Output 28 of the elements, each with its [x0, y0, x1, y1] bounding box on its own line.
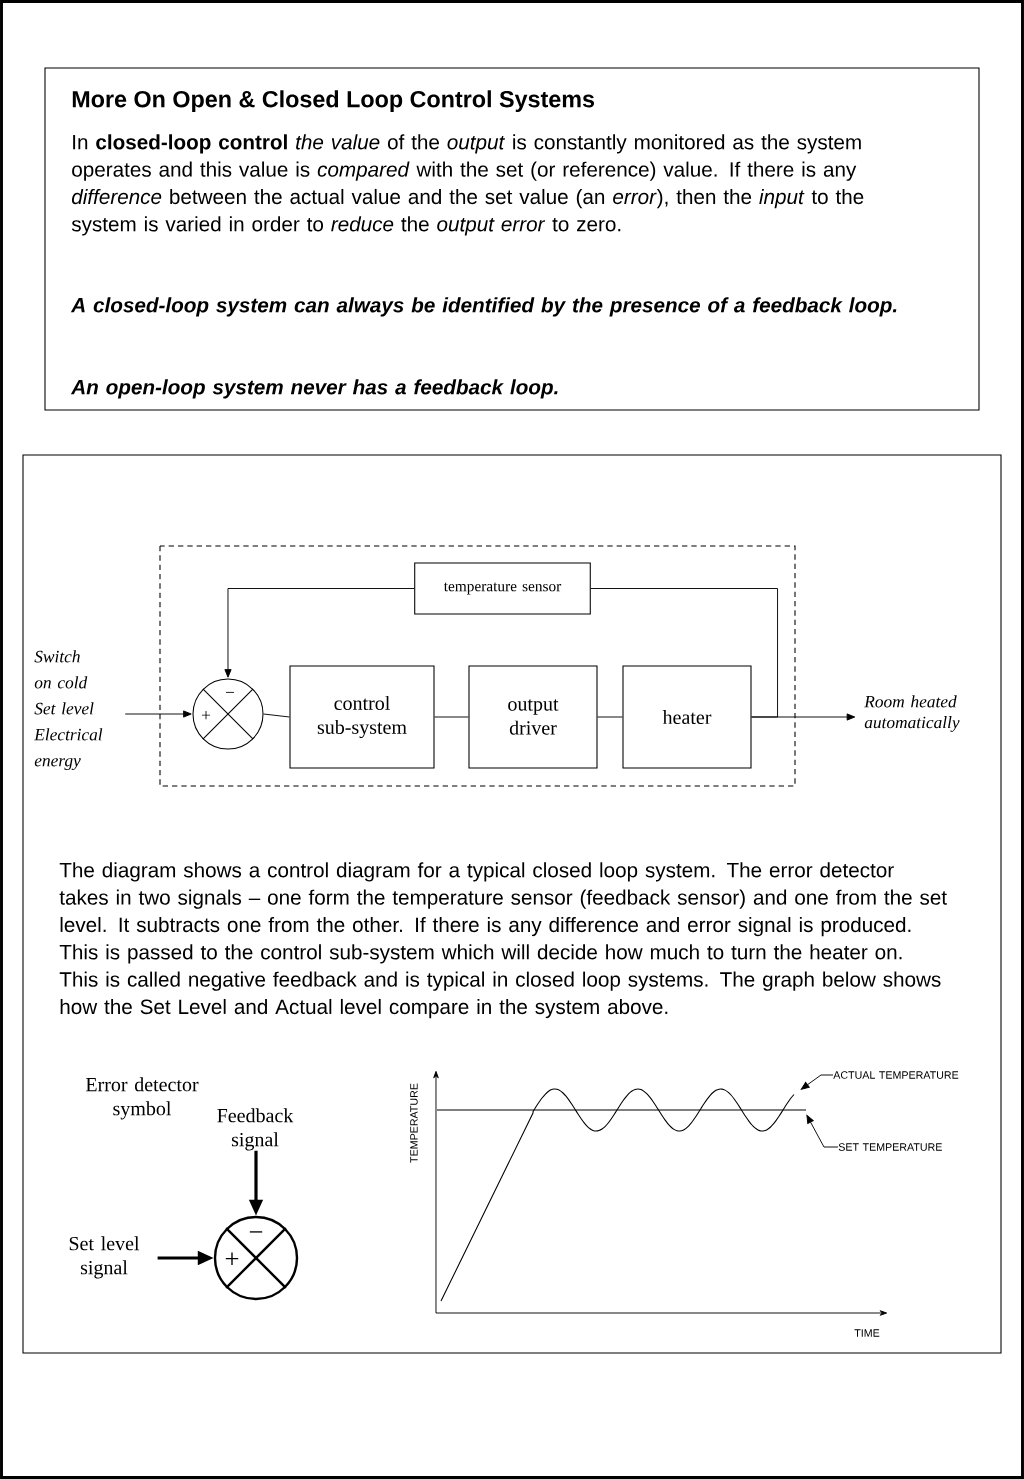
paragraph: A closed-loop system can always be identified by the presence of a feedback loop.	[70, 297, 897, 317]
signal-label: Set level signal	[69, 1236, 140, 1279]
sensor-box: temperature sensor	[414, 562, 591, 615]
connector-line	[434, 716, 469, 718]
heading: More On Open & Closed Loop Control Systems	[72, 90, 595, 113]
leader-line	[800, 1074, 834, 1090]
connector-line	[263, 713, 290, 718]
graph-label: SET TEMPERATURE	[838, 1143, 942, 1151]
process-box: control sub-system	[289, 665, 435, 769]
caption-text: Error detector symbol	[85, 1077, 199, 1120]
axis-label: TEMPERATURE	[410, 1083, 418, 1163]
summing-junction: − +	[192, 678, 264, 750]
connector-line	[597, 716, 623, 718]
arrow	[224, 588, 415, 678]
output-label: Room heated automatically	[864, 695, 960, 732]
graph-label: ACTUAL TEMPERATURE	[833, 1071, 959, 1079]
process-box: output driver	[468, 665, 598, 769]
connector-line	[590, 588, 778, 718]
arrow	[124, 710, 192, 718]
axis-label: TIME	[854, 1329, 880, 1337]
signal-label: Feedback signal	[217, 1108, 294, 1151]
leader-line	[806, 1114, 839, 1148]
input-label: Switch on cold Set level Electrical energy	[34, 650, 103, 771]
process-box: heater	[622, 665, 752, 769]
paragraph: In closed-loop control the value of the output is constantly monitored as the system operates and this value is compared with the set (or reference) value. If there is any difference between the actual value and the set value (an error), then the input to the system is varied in order to reduce the output error to zero.	[71, 134, 864, 236]
paragraph: An open-loop system never has a feedback loop.	[70, 379, 558, 399]
temperature-curve	[440, 1088, 795, 1302]
paragraph: The diagram shows a control diagram for a typical closed loop system. The error detector takes in two signals – one form the temperature sensor (feedback sensor) and one from the set level. It subtracts one from the other. If there is any difference and error signal is produced. This is passed to the control sub-system which will decide how much to turn the heater on. This is called negative feedback and is typical in closed loop systems. The graph below shows how the Set Level and Actual level compare in the system above.	[59, 862, 947, 1019]
